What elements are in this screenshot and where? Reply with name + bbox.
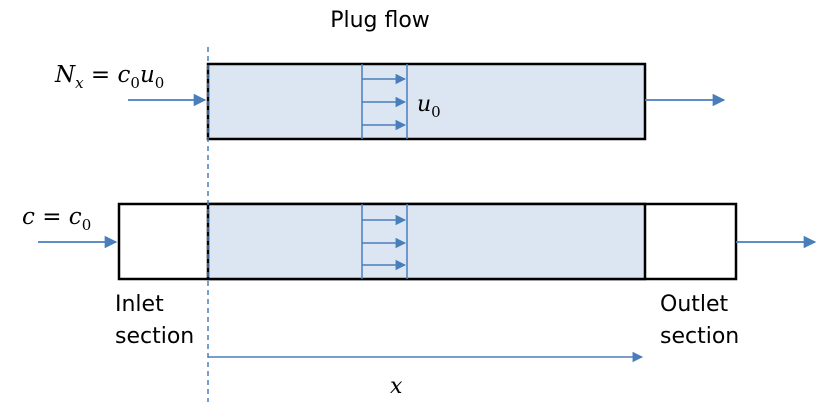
velocity-label: u0: [417, 92, 441, 121]
diagram-title: Plug flow: [330, 8, 430, 33]
plug-flow-reactor-top: [206, 62, 647, 141]
concentration-label: c = c0: [22, 204, 91, 234]
plug-flow-reactor-bottom: [206, 202, 647, 281]
flux-label: Nx = c0u0: [54, 62, 164, 92]
x-axis-label: x: [390, 374, 403, 399]
